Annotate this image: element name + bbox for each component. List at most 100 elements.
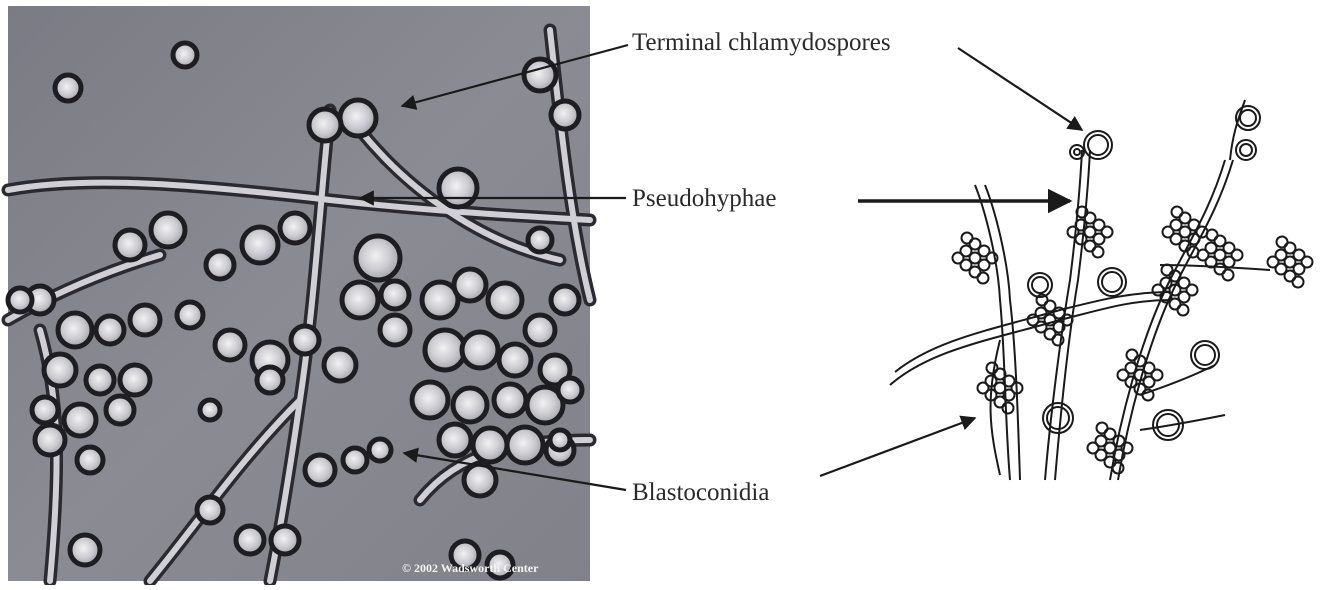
blastoconidium	[1152, 370, 1163, 381]
blastoconidium	[1293, 277, 1304, 288]
blastoconidium	[1163, 227, 1174, 238]
yeast-cell	[464, 464, 496, 496]
blastoconidium	[1003, 403, 1014, 414]
blastoconidium	[1153, 285, 1164, 296]
blastoconidium	[1088, 443, 1099, 454]
blastoconidium	[1198, 250, 1209, 261]
blastoconidium	[1232, 250, 1243, 261]
yeast-cell	[462, 332, 498, 368]
blastoconidium	[1223, 270, 1234, 281]
yeast-cell	[380, 315, 410, 345]
blastoconidium	[978, 273, 989, 284]
chlamydospore-inner	[1195, 345, 1215, 365]
chlamydospore-inner	[1240, 110, 1256, 126]
label-terminal-chlamydospores: Terminal chlamydospores	[632, 30, 891, 55]
yeast-cell	[44, 354, 76, 386]
yeast-cell	[32, 397, 58, 423]
yeast-cell	[550, 430, 570, 450]
blastoconidium	[1162, 265, 1173, 276]
yeast-cell	[86, 366, 114, 394]
yeast-cell	[173, 43, 197, 67]
blastoconidium	[1113, 463, 1124, 474]
blastoconidium	[953, 253, 964, 264]
yeast-cell	[454, 269, 486, 301]
yeast-cell	[524, 59, 556, 91]
yeast-cell	[8, 288, 32, 312]
micrograph-photo	[8, 6, 590, 581]
yeast-cell	[473, 428, 507, 462]
yeast-cell	[558, 378, 582, 402]
yeast-cell	[64, 404, 96, 436]
yeast-cell	[551, 101, 579, 129]
yeast-cell	[494, 384, 526, 416]
yeast-cell	[340, 100, 376, 136]
label-pseudohyphae: Pseudohyphae	[632, 186, 776, 211]
copyright-notice: © 2002 Wadsworth Center	[402, 561, 538, 576]
chlamydospore-inner	[1032, 277, 1048, 293]
chlamydospore-inner	[1088, 135, 1108, 155]
blastoconidium	[962, 233, 973, 244]
yeast-cell	[369, 439, 391, 461]
blastoconidium	[1302, 257, 1313, 268]
yeast-cell	[215, 330, 245, 360]
arrow-terminal-to-drawing	[958, 48, 1082, 130]
yeast-cell	[271, 526, 299, 554]
yeast-cell	[35, 425, 65, 455]
yeast-cell	[342, 282, 378, 318]
blastoconidium	[1127, 350, 1138, 361]
yeast-cell	[412, 382, 448, 418]
chlamydospore-inner	[1240, 144, 1252, 156]
yeast-cell	[115, 230, 145, 260]
yeast-cell	[197, 497, 223, 523]
blastoconidium	[1102, 227, 1113, 238]
blastoconidium	[1028, 315, 1039, 326]
blastoconidium	[1207, 230, 1218, 241]
yeast-cell	[551, 286, 579, 314]
yeast-cell	[309, 109, 341, 141]
blastoconidium	[1178, 305, 1189, 316]
yeast-cell	[425, 330, 465, 370]
label-blastoconidia: Blastoconidia	[632, 480, 769, 505]
yeast-cell	[151, 213, 185, 247]
yeast-cell	[55, 75, 81, 101]
blastoconidium	[1118, 370, 1129, 381]
yeast-cell	[525, 315, 555, 345]
yeast-cell	[236, 526, 264, 554]
blastoconidium	[987, 363, 998, 374]
yeast-cell	[499, 344, 531, 376]
yeast-cell	[439, 169, 477, 207]
hypha-stalk	[1230, 100, 1245, 160]
yeast-cell	[528, 228, 552, 252]
blastoconidium	[1068, 227, 1079, 238]
yeast-cell	[381, 281, 409, 309]
blastoconidium	[1093, 247, 1104, 258]
yeast-cell	[280, 213, 310, 243]
pseudohyphae-drawing	[890, 100, 1313, 480]
blastoconidium	[978, 383, 989, 394]
arrow-blasto-to-drawing	[820, 418, 975, 476]
yeast-cell	[343, 448, 367, 472]
yeast-cell	[96, 316, 124, 344]
blastoconidium	[1143, 390, 1154, 401]
yeast-cell	[58, 313, 92, 347]
blastoconidium	[1172, 207, 1183, 218]
yeast-cell	[120, 365, 150, 395]
yeast-cell	[130, 305, 160, 335]
yeast-cell	[324, 349, 356, 381]
yeast-cell	[291, 326, 319, 354]
blastoconidium	[1277, 237, 1288, 248]
yeast-cell	[177, 302, 203, 328]
chlamydospore-inner	[1102, 272, 1122, 292]
yeast-cell	[439, 424, 471, 456]
yeast-cell	[453, 388, 487, 422]
yeast-cell	[507, 427, 543, 463]
yeast-cell	[257, 367, 283, 393]
blastoconidium	[1053, 335, 1064, 346]
blastoconidium	[1268, 257, 1279, 268]
yeast-cell	[488, 283, 522, 317]
blastoconidium	[1187, 285, 1198, 296]
chlamydospore-inner	[1074, 149, 1080, 155]
yeast-cell	[356, 236, 400, 280]
yeast-cell	[305, 455, 335, 485]
